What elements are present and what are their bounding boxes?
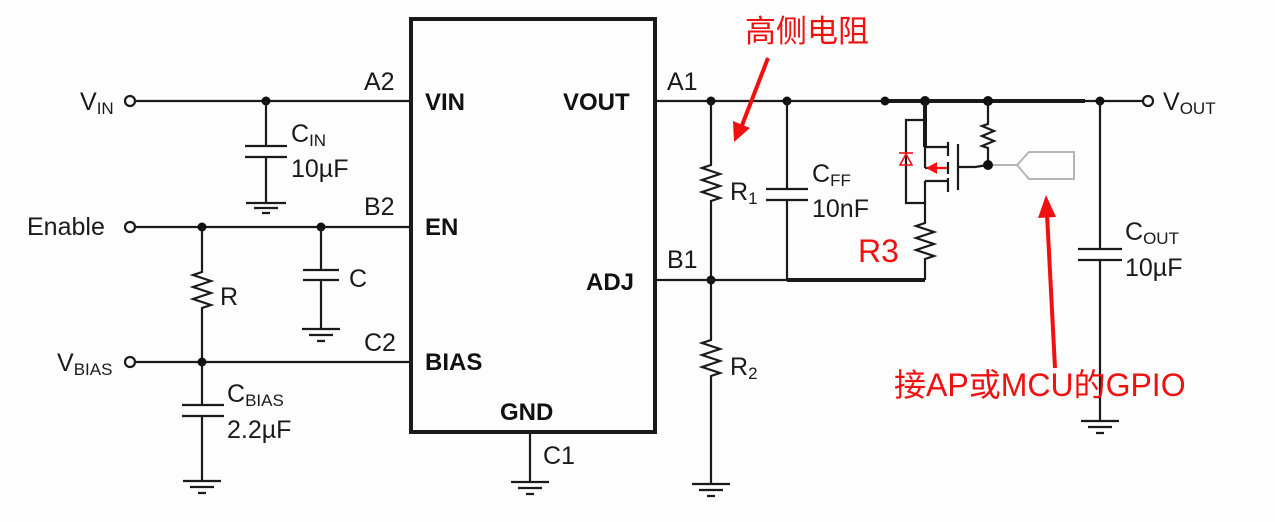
cbias-capacitor (182, 362, 224, 495)
arrow-icon (926, 162, 937, 174)
vbias-terminal-label: VBIAS (57, 349, 112, 379)
enable-net (123, 220, 411, 362)
cin-capacitor (245, 101, 287, 215)
r-label: R (220, 283, 238, 311)
gpio-annotation: 接AP或MCU的GPIO (894, 367, 1186, 403)
pin-adj-label: ADJ (586, 269, 634, 296)
c-label: C (349, 265, 367, 293)
r-resistor (189, 227, 215, 362)
cff-label: CFF (812, 160, 851, 190)
vout-net (655, 94, 1155, 108)
arrow-head-icon (733, 121, 750, 142)
cbias-value: 2.2µF (227, 416, 291, 444)
pin-number-a2: A2 (364, 68, 395, 96)
vout-terminal-label: VOUT (1163, 88, 1216, 118)
r2-label: R2 (730, 353, 758, 383)
pin-gnd-label: GND (500, 399, 553, 426)
pin-number-a1: A1 (667, 68, 698, 96)
vin-net (123, 94, 411, 215)
vin-terminal-label: VIN (80, 88, 114, 118)
ic-ground (511, 432, 549, 496)
pin-number-b2: B2 (364, 193, 395, 221)
high-side-resistor-annotation: 高侧电阻 (745, 14, 869, 49)
vbias-net (123, 355, 411, 495)
c-capacitor (302, 227, 340, 343)
enable-terminal-label: Enable (27, 213, 105, 241)
cin-label: CIN (291, 120, 326, 150)
pin-vin-label: VIN (425, 89, 465, 116)
cout-capacitor (1078, 101, 1122, 435)
r3-annotation: R3 (858, 233, 899, 269)
cff-value: 10nF (812, 195, 869, 223)
ic-body (409, 17, 657, 434)
pullup-resistor (978, 101, 997, 165)
pin-bias-label: BIAS (425, 349, 482, 376)
pin-en-label: EN (425, 214, 458, 241)
r1-label: R1 (730, 178, 758, 208)
body-diode-icon (898, 152, 914, 166)
pin-number-b1: B1 (667, 246, 698, 274)
gpio-arrow (1045, 213, 1057, 369)
arrow-head-icon (1038, 195, 1056, 218)
cbias-label: CBIAS (227, 380, 284, 410)
pin-vout-label: VOUT (563, 89, 630, 116)
r3-resistor (904, 118, 938, 280)
cout-value: 10µF (1125, 254, 1182, 282)
cff-capacitor (766, 101, 808, 280)
gpio-connector-icon (993, 151, 1075, 180)
pin-number-c2: C2 (364, 329, 396, 357)
cin-value: 10µF (291, 155, 348, 183)
annotation-arrow (739, 57, 770, 129)
pmos-switch (898, 101, 1075, 280)
r1-r2-divider (692, 101, 730, 498)
cout-label: COUT (1125, 218, 1179, 248)
pin-number-c1: C1 (543, 442, 575, 470)
